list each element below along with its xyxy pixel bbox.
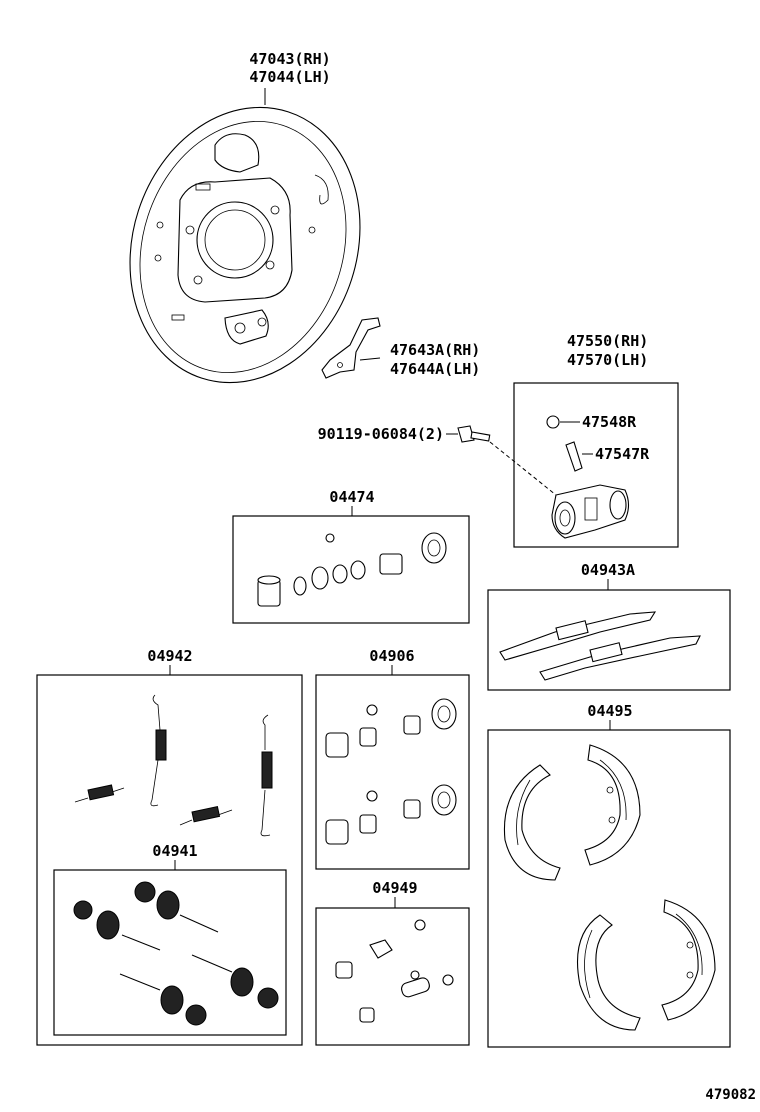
pin-kit-label: 04949 [372, 879, 417, 897]
bleeder-cap-drawing[interactable] [546, 415, 560, 429]
cylinder-kit-box [232, 515, 470, 624]
cylinder-kit-label: 04474 [329, 488, 374, 506]
spring-set-box [36, 674, 303, 1046]
cup-kit-parts[interactable] [325, 698, 457, 845]
wheel-cylinder-box [513, 382, 679, 548]
pin-kit-parts[interactable] [335, 919, 454, 1023]
shoe-set-box [487, 729, 731, 1048]
adjuster-kit-box [487, 589, 731, 691]
wheel-cylinder-drawing[interactable] [551, 484, 630, 539]
hold-down-kit-parts[interactable] [73, 881, 279, 1026]
cup-kit-box [315, 674, 470, 870]
backing-plate-rh-label: 47043(RH) [249, 50, 330, 68]
hold-down-kit-label: 04941 [152, 842, 197, 860]
cup-kit-label: 04906 [369, 647, 414, 665]
backing-plate-drawing[interactable] [95, 77, 395, 413]
shoe-set-parts[interactable] [503, 744, 716, 1031]
cylinder-kit-parts[interactable] [257, 532, 447, 607]
wheel-cylinder-lh-label: 47570(LH) [567, 351, 648, 369]
shoe-set-label: 04495 [587, 702, 632, 720]
bracket-lh-label: 47644A(LH) [390, 360, 480, 378]
wheel-cylinder-rh-label: 47550(RH) [567, 332, 648, 350]
diagram-id-label: 479082 [705, 1087, 756, 1103]
hold-down-kit-box [53, 869, 287, 1036]
bracket-drawing[interactable] [321, 317, 381, 379]
pin-kit-box [315, 907, 470, 1046]
bracket-rh-label: 47643A(RH) [390, 341, 480, 359]
spring-set-label: 04942 [147, 647, 192, 665]
bleeder-plug-label: 47547R [595, 445, 650, 463]
spring-set-parts[interactable] [74, 694, 273, 837]
adjuster-kit-parts[interactable] [499, 611, 701, 681]
bleeder-cap-label: 47548R [582, 413, 637, 431]
backing-plate-lh-label: 47044(LH) [249, 68, 330, 86]
bleeder-plug-drawing[interactable] [565, 441, 583, 472]
bolt-drawing[interactable] [457, 425, 491, 443]
adjuster-kit-label: 04943A [581, 561, 635, 579]
bolt-label: 90119-06084(2) [318, 425, 444, 443]
